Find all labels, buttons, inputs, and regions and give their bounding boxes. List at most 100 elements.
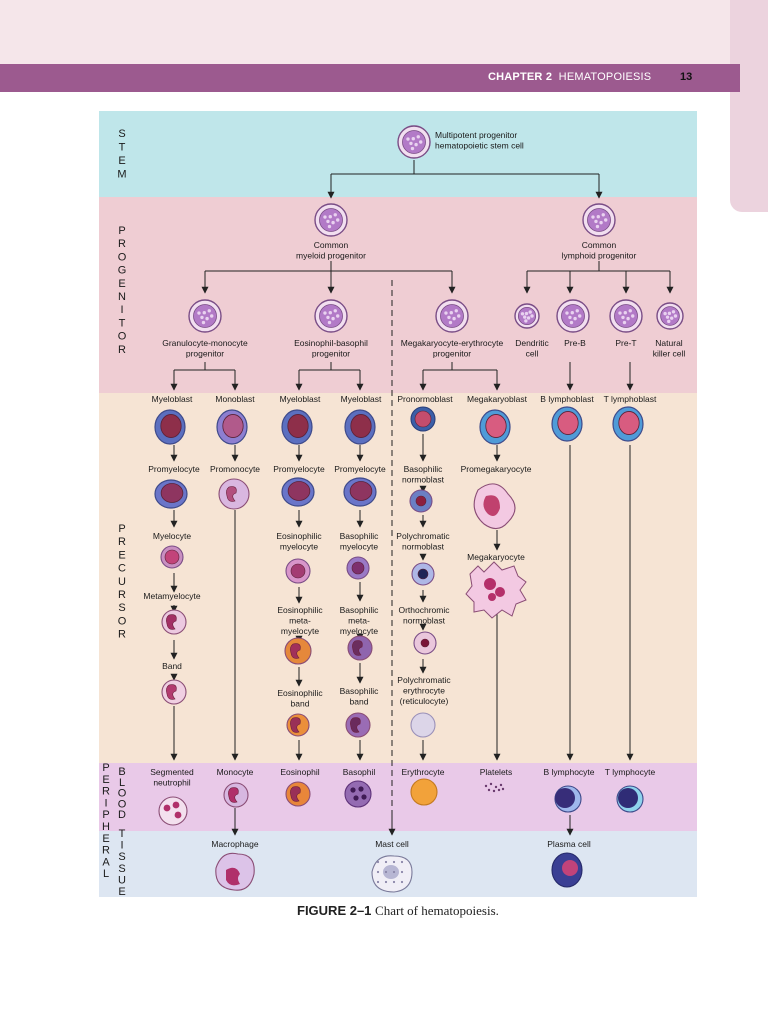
figure-caption: FIGURE 2–1 Chart of hematopoiesis. — [297, 903, 499, 919]
progenitor-label-letter: O — [118, 251, 127, 263]
chapter-side-tab — [730, 0, 768, 212]
progenitor-label-letter: R — [118, 238, 126, 250]
megakaryoblast-cell — [479, 409, 511, 445]
pre-b-cell — [556, 299, 590, 333]
precursor-label-letter: R — [118, 536, 126, 548]
myeloblast-label-1: Myeloblast — [152, 394, 193, 404]
progenitor-label-letter: N — [118, 291, 126, 303]
precursor-label-letter: R — [118, 629, 126, 641]
running-header: CHAPTER 2 HEMATOPOIESIS — [488, 71, 651, 83]
orthochromic-normoblast-cell — [413, 631, 437, 655]
blood-label-letter: O — [118, 788, 127, 800]
myeloblast-cell-3 — [344, 409, 376, 445]
polychromatic-normoblast-cell — [411, 562, 435, 586]
b-lymphoblast-cell — [551, 406, 583, 442]
precursor-label-letter: C — [118, 563, 126, 575]
peripheral-label-letter: L — [103, 868, 109, 880]
basophilic-band-cell — [345, 712, 371, 738]
tissue-label-letter: S — [118, 851, 125, 863]
tissue-label-letter: E — [118, 886, 125, 898]
t-lymphoblast-label: T lymphoblast — [604, 394, 657, 404]
multipotent-progenitor-cell — [397, 125, 431, 159]
erythrocyte-label: Erythrocyte — [402, 767, 445, 777]
band-cell — [161, 679, 187, 705]
natural-killer-cell — [656, 302, 684, 330]
peripheral-label-letter: H — [102, 821, 110, 833]
eosinophil-label: Eosinophil — [280, 767, 319, 777]
eosinophilic-myelocyte-cell — [285, 558, 311, 584]
reticulocyte-cell — [410, 712, 436, 738]
eosinophil-cell — [285, 781, 311, 807]
t-lymphocyte-cell — [616, 785, 644, 813]
precursor-label-letter: U — [118, 576, 126, 588]
myeloblast-label-2: Myeloblast — [280, 394, 321, 404]
pre-t-cell — [609, 299, 643, 333]
precursor-label-letter: R — [118, 589, 126, 601]
t-lymphocyte-label: T lymphocyte — [605, 767, 656, 777]
promyelocyte-label-3: Promyelocyte — [334, 464, 386, 474]
promonocyte-label: Promonocyte — [210, 464, 260, 474]
stem-band — [99, 111, 697, 197]
progenitor-label-letter: P — [118, 225, 125, 237]
basophil-cell — [344, 780, 372, 808]
blood-label-letter: L — [119, 777, 125, 789]
platelets-label: Platelets — [480, 767, 513, 777]
promyelocyte-label-1: Promyelocyte — [148, 464, 200, 474]
b-lymphocyte-label: B lymphocyte — [543, 767, 594, 777]
progenitor-label-letter: O — [118, 331, 127, 343]
precursor-label-letter: E — [118, 549, 125, 561]
megakaryoblast-label: Megakaryoblast — [467, 394, 528, 404]
basophilic-normoblast-cell — [409, 489, 433, 513]
pronormoblast-cell — [410, 406, 436, 432]
promyelocyte-cell-3 — [343, 477, 377, 507]
basophilic-metamyelocyte-cell — [347, 635, 373, 661]
myeloblast-cell-2 — [281, 409, 313, 445]
eosinophilic-band-cell — [286, 713, 310, 737]
tissue-label-letter: I — [120, 840, 123, 852]
promyelocyte-cell-2 — [281, 477, 315, 507]
macrophage-cell — [215, 852, 255, 891]
megakaryocyte-cell — [465, 561, 527, 619]
peripheral-label-letter: P — [102, 809, 109, 821]
tissue-label-letter: S — [118, 863, 125, 875]
peripheral-label-letter: I — [104, 797, 107, 809]
eosinophilic-metamyelocyte-cell — [284, 637, 312, 665]
b-lymphoblast-label: B lymphoblast — [540, 394, 594, 404]
myelocyte-label: Myelocyte — [153, 531, 192, 541]
dendritic-cell — [514, 303, 540, 329]
megakaryocyte-erythrocyte-progenitor-cell — [435, 299, 469, 333]
myelocyte-cell — [160, 545, 184, 569]
eosinophil-basophil-progenitor-cell — [314, 299, 348, 333]
plasma-cell-label: Plasma cell — [547, 839, 591, 849]
caption-text: Chart of hematopoiesis. — [375, 903, 499, 918]
figure-number: FIGURE 2–1 — [297, 903, 372, 918]
blood-label-letter: B — [118, 766, 125, 778]
tissue-label-letter: T — [119, 828, 126, 840]
blood-label-letter: O — [118, 798, 127, 810]
erythrocyte-cell — [410, 778, 438, 806]
monocyte-label: Monocyte — [217, 767, 254, 777]
progenitor-label-letter: G — [118, 265, 127, 277]
pre-t-label: Pre-T — [615, 338, 636, 348]
peripheral-label-letter: A — [102, 856, 110, 868]
common-myeloid-progenitor-cell — [314, 203, 348, 237]
metamyelocyte-label: Metamyelocyte — [143, 591, 200, 601]
plasma-cell — [551, 852, 583, 888]
